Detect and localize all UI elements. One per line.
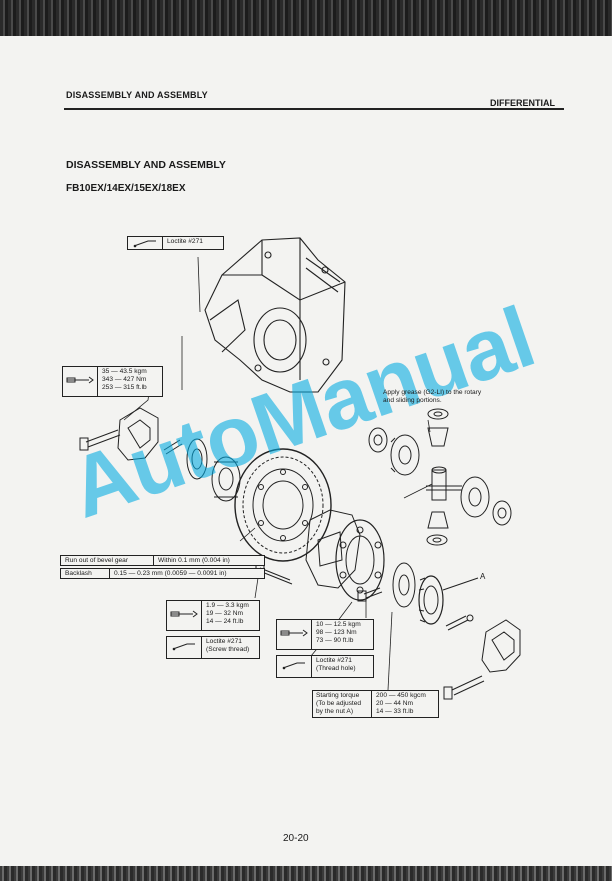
differential-case <box>305 509 385 601</box>
case-bolt-right <box>357 587 383 602</box>
callout-a: A <box>480 572 486 581</box>
starting-torque-ftlb: 14 — 33 ft.lb <box>376 708 414 715</box>
loctite-screw-line1: Loctite #271 <box>206 638 242 645</box>
torque-wrench-icon <box>277 620 312 649</box>
torque-cap-ftlb: 253 — 315 ft.lb <box>102 384 147 391</box>
adjusting-nut-a <box>418 575 479 625</box>
grease-note-line2: and sliding portions. <box>383 397 442 404</box>
model-list: FB10EX/14EX/15EX/18EX <box>66 183 186 194</box>
header-rule <box>64 108 564 110</box>
side-bearing-left <box>186 438 241 502</box>
torque-bolt-ftlb: 14 — 24 ft.lb <box>206 618 244 625</box>
torque-wrench-icon <box>167 601 202 630</box>
torque-bolt-kgm: 1.9 — 3.3 kgm <box>206 602 249 609</box>
loctite-top-label: Loctite #271 <box>127 236 224 250</box>
torque-cap-spec: 35 — 43.5 kgm 343 — 427 Nm 253 — 315 ft.… <box>62 366 163 397</box>
lock-pin-left <box>163 439 183 455</box>
pinion-gear-set <box>426 408 462 546</box>
runout-label: Run out of bevel gear <box>65 557 129 564</box>
loctite-screw-spec: Loctite #271 (Screw thread) <box>166 636 260 659</box>
adhesive-icon <box>128 237 163 249</box>
starting-torque-spec: Starting torque (To be adjusted by the n… <box>312 690 439 718</box>
loctite-hole-line1: Loctite #271 <box>316 657 352 664</box>
bearing-cap-left <box>79 407 159 461</box>
runout-spec: Run out of bevel gear Within 0.1 mm (0.0… <box>60 555 265 566</box>
loctite-top-text: Loctite #271 <box>167 238 203 245</box>
loctite-screw-line2: (Screw thread) <box>206 646 250 653</box>
torque-case-kgm: 10 — 12.5 kgm <box>316 621 361 628</box>
torque-case-spec: 10 — 12.5 kgm 98 — 123 Nm 73 — 90 ft.lb <box>276 619 374 650</box>
loctite-hole-spec: Loctite #271 (Thread hole) <box>276 655 374 678</box>
lock-pin-right <box>445 614 474 631</box>
carrier-housing <box>204 237 346 393</box>
adhesive-icon <box>277 656 312 677</box>
page-number: 20-20 <box>283 833 309 844</box>
adhesive-icon <box>167 637 202 658</box>
starting-torque-nm: 20 — 44 Nm <box>376 700 414 707</box>
scan-top-border <box>0 0 612 36</box>
torque-cap-nm: 343 — 427 Nm <box>102 376 147 383</box>
starting-torque-kgcm: 200 — 450 kgcm <box>376 692 426 699</box>
grease-note: Apply grease (G2-LI) to the rotary and s… <box>383 389 481 405</box>
backlash-label: Backlash <box>65 570 92 577</box>
torque-case-ftlb: 73 — 90 ft.lb <box>316 637 354 644</box>
ring-gear <box>234 448 332 562</box>
starting-torque-label-2: (To be adjusted <box>316 700 362 707</box>
grease-note-line1: Apply grease (G2-LI) to the rotary <box>383 389 482 396</box>
backlash-value: 0.15 — 0.23 mm (0.0059 — 0.0091 in) <box>109 569 231 578</box>
torque-case-nm: 98 — 123 Nm <box>316 629 357 636</box>
torque-cap-kgm: 35 — 43.5 kgm <box>102 368 147 375</box>
section-title: DISASSEMBLY AND ASSEMBLY <box>66 159 226 171</box>
side-gear-set <box>368 427 512 526</box>
side-bearing-right <box>392 562 416 608</box>
backlash-spec: Backlash 0.15 — 0.23 mm (0.0059 — 0.0091… <box>60 568 265 579</box>
bearing-cap-right <box>443 619 521 700</box>
torque-bolt-spec: 1.9 — 3.3 kgm 19 — 32 Nm 14 — 24 ft.lb <box>166 600 260 631</box>
starting-torque-label-3: by the nut A) <box>316 708 354 715</box>
scan-bottom-border <box>0 866 612 881</box>
runout-value: Within 0.1 mm (0.004 in) <box>153 556 234 565</box>
header-chapter: DIFFERENTIAL <box>490 98 555 108</box>
starting-torque-label-1: Starting torque <box>316 692 360 699</box>
torque-bolt-nm: 19 — 32 Nm <box>206 610 244 617</box>
loctite-hole-line2: (Thread hole) <box>316 665 356 672</box>
header-section: DISASSEMBLY AND ASSEMBLY <box>66 90 208 100</box>
torque-wrench-icon <box>63 367 98 396</box>
